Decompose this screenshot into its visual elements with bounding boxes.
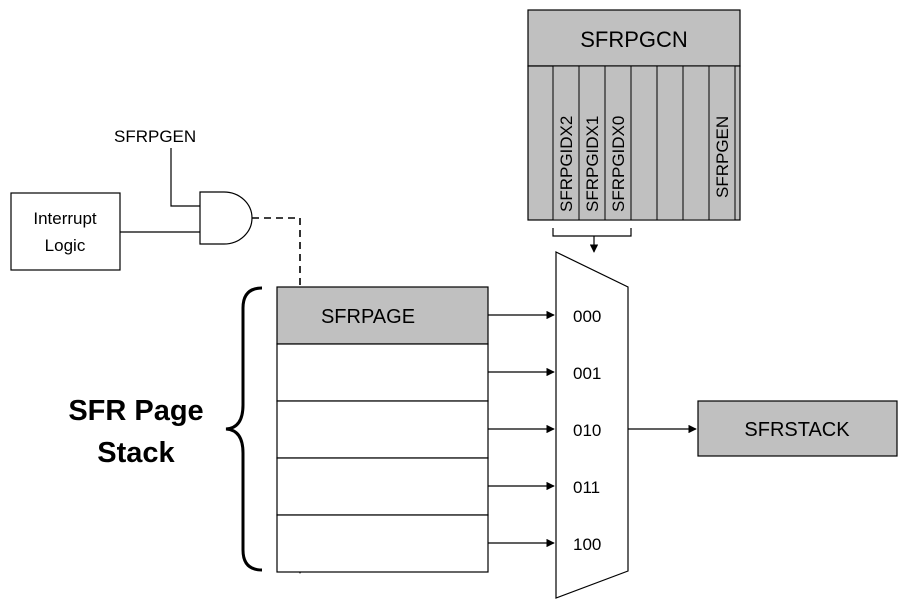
interrupt-logic-box <box>10 192 121 271</box>
sfrpgcn-name: SFRPGCN <box>580 27 688 52</box>
stack-row-4 <box>276 514 489 573</box>
mux-input-000: 000 <box>573 307 601 326</box>
bit-cell-1 <box>708 65 736 221</box>
select-bracket <box>552 228 632 253</box>
bit-cell-2 <box>682 65 710 221</box>
sfrstack-box <box>697 400 898 457</box>
sfrpage-label: SFRPAGE <box>321 306 415 328</box>
bit-cell-7 <box>552 65 580 221</box>
stack-title-line2: Stack <box>97 437 175 469</box>
bit-cell-5 <box>604 65 632 221</box>
mux-input-011: 011 <box>573 478 600 497</box>
stack-row-2 <box>276 400 489 459</box>
bit-label-sfrpgidx2: SFRPGIDX2 <box>557 116 576 212</box>
bit-label-sfrpgidx1: SFRPGIDX1 <box>583 116 602 212</box>
bit-label-sfrpgen: SFRPGEN <box>713 116 732 198</box>
mux-input-100: 100 <box>573 535 601 554</box>
mux-input-010: 010 <box>573 421 601 440</box>
sfrstack-label: SFRSTACK <box>744 419 850 441</box>
interrupt-logic-line1: Interrupt <box>33 209 97 228</box>
stack-row-3 <box>276 457 489 516</box>
bit-cell-4 <box>630 65 658 221</box>
mux-input-001: 001 <box>573 364 601 383</box>
stack-curly-brace <box>225 286 263 572</box>
sfrpgen-wire <box>170 148 200 207</box>
sfrpgcn-header-box <box>527 9 741 67</box>
interrupt-logic-line2: Logic <box>45 236 86 255</box>
sfr-page-stack: SFRPAGE <box>276 286 489 573</box>
sfrpgen-input-label: SFRPGEN <box>114 127 196 146</box>
stack-title-line1: SFR Page <box>68 395 203 427</box>
bit-label-sfrpgidx0: SFRPGIDX0 <box>609 116 628 212</box>
stack-row-1 <box>276 343 489 402</box>
sfrpgcn-register: SFRPGCN SFRPGIDX2 SFRPGIDX1 SFRPGIDX0 SF… <box>527 9 741 221</box>
bit-cell-3 <box>656 65 684 221</box>
and-gate <box>199 191 253 245</box>
multiplexer <box>555 251 629 599</box>
